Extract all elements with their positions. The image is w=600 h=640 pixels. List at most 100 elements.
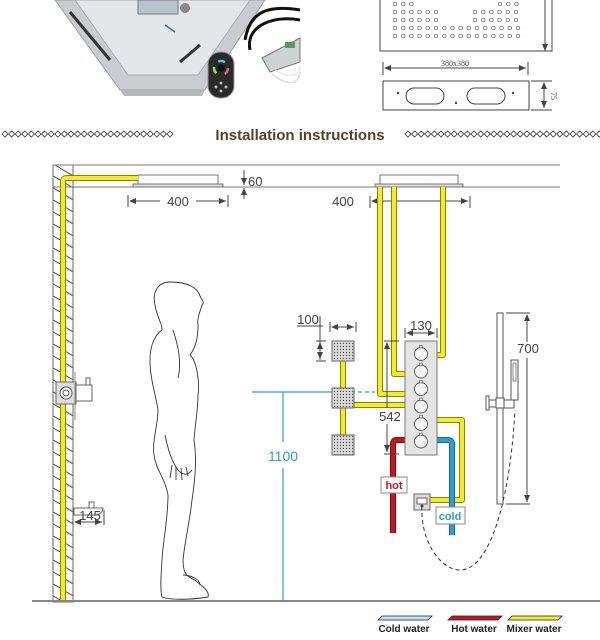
slide-bar-height-label: 700 bbox=[517, 341, 539, 356]
mixer-height-label: 542 bbox=[379, 409, 401, 424]
diamond-ornament bbox=[1, 130, 9, 138]
product-photo bbox=[54, 0, 301, 99]
nozzle-hole bbox=[409, 9, 414, 15]
body-jet-bottom bbox=[331, 434, 355, 456]
nozzle-hole bbox=[401, 25, 406, 31]
mixer-pipe-segment bbox=[430, 418, 464, 502]
diamond-ornament bbox=[589, 130, 597, 138]
shower-hose bbox=[421, 409, 516, 571]
diamond-ornament bbox=[87, 130, 95, 138]
nozzle-hole bbox=[401, 9, 406, 15]
diamond-ornament bbox=[140, 130, 148, 138]
nozzle-hole bbox=[401, 33, 406, 39]
nozzle-hole bbox=[497, 9, 502, 15]
legend-swatch bbox=[507, 615, 563, 621]
diamond-ornament bbox=[490, 130, 498, 138]
diamond-ornament bbox=[133, 130, 141, 138]
diamond-ornament bbox=[34, 130, 42, 138]
nozzle-hole bbox=[450, 33, 455, 39]
diamond-ornament bbox=[27, 130, 35, 138]
diamond-ornament bbox=[510, 130, 518, 138]
diamond-ornament bbox=[417, 130, 425, 138]
mixer-pipe-segment bbox=[437, 187, 445, 357]
cold-tag bbox=[435, 506, 466, 525]
front-view: 400 100 130 542 bbox=[297, 174, 539, 571]
nozzle-hole bbox=[483, 33, 488, 39]
diamond-ornament bbox=[424, 130, 432, 138]
diamond-ornament bbox=[8, 130, 16, 138]
right-head-width-label: 400 bbox=[332, 194, 354, 209]
nozzle-hole bbox=[401, 1, 406, 7]
nozzle-hole bbox=[392, 17, 398, 23]
diamond-ornament bbox=[503, 130, 511, 138]
diamond-ornament bbox=[21, 130, 29, 138]
diamond-ornament bbox=[523, 130, 531, 138]
diamond-ornament bbox=[60, 130, 68, 138]
nozzle-holes bbox=[392, 1, 521, 39]
diamond-ornament bbox=[67, 130, 75, 138]
hot-water-pipe bbox=[391, 438, 408, 533]
nozzle-hole bbox=[417, 17, 422, 23]
diamond-ornament bbox=[93, 130, 101, 138]
diamond-ornament bbox=[166, 130, 174, 138]
nozzle-hole bbox=[392, 33, 398, 39]
nozzle-hole bbox=[409, 33, 414, 39]
nozzle-hole bbox=[417, 9, 422, 15]
diamond-ornament bbox=[483, 130, 491, 138]
cold-tag-label: cold bbox=[439, 511, 462, 523]
diamond-ornament bbox=[543, 130, 551, 138]
legend-label: Mixer water bbox=[506, 624, 561, 635]
nozzle-hole bbox=[507, 33, 512, 39]
diamond-ornament bbox=[80, 130, 88, 138]
nozzle-hole bbox=[483, 25, 488, 31]
mixer-knob bbox=[414, 382, 428, 396]
diamond-ornament bbox=[404, 130, 412, 138]
wall-spout bbox=[73, 501, 104, 516]
nozzle-hole bbox=[401, 17, 406, 23]
install-height-dimension: 1100 bbox=[252, 391, 375, 601]
nozzle-hole bbox=[442, 33, 447, 39]
decorative-diamond-border-left bbox=[1, 130, 174, 138]
nozzle-hole bbox=[515, 33, 521, 39]
power-supply bbox=[243, 6, 301, 84]
diamond-ornament bbox=[430, 130, 438, 138]
nozzle-hole bbox=[392, 25, 398, 31]
mixer-water-pipes bbox=[340, 187, 465, 503]
nozzle-hole bbox=[466, 33, 471, 39]
legend: Cold water Hot water Mixer water bbox=[377, 615, 563, 635]
nozzle-hole bbox=[513, 9, 519, 15]
diamond-ornament bbox=[107, 130, 115, 138]
section-header: Installation instructions bbox=[1, 127, 600, 144]
nozzle-hole bbox=[499, 25, 504, 31]
legend-label: Cold water bbox=[378, 624, 429, 635]
mixer-pipe-segment bbox=[392, 187, 405, 376]
nozzle-hole bbox=[433, 33, 439, 39]
cold-water-pipe bbox=[437, 438, 454, 535]
nozzle-hole bbox=[458, 33, 463, 39]
diamond-ornament bbox=[113, 130, 121, 138]
nozzle-hole bbox=[409, 17, 414, 23]
nozzle-hole bbox=[491, 25, 496, 31]
left-head-width-label: 400 bbox=[167, 194, 189, 209]
diamond-ornament bbox=[54, 130, 62, 138]
diamond-ornament bbox=[470, 130, 478, 138]
ceiling-gap-label: 60 bbox=[248, 174, 262, 189]
nozzle-hole bbox=[507, 25, 512, 31]
head-side-view bbox=[382, 80, 530, 111]
human-figure bbox=[149, 281, 209, 600]
mixer-knob bbox=[414, 434, 428, 449]
nozzle-hole bbox=[433, 25, 439, 31]
shower-head-frame bbox=[54, 0, 266, 96]
diamond-ornament bbox=[562, 130, 570, 138]
nozzle-hole bbox=[409, 25, 414, 31]
legend-label: Hot water bbox=[451, 624, 497, 635]
nozzle-hole bbox=[481, 17, 486, 23]
diamond-ornament bbox=[529, 130, 537, 138]
mixer-pipe-segment bbox=[378, 187, 405, 396]
nozzle-hole bbox=[425, 33, 430, 39]
nozzle-hole bbox=[489, 9, 494, 15]
head-height-label: 75 bbox=[549, 92, 558, 100]
diamond-ornament bbox=[477, 130, 485, 138]
nozzle-hole bbox=[409, 1, 414, 7]
nozzle-hole bbox=[425, 17, 430, 23]
